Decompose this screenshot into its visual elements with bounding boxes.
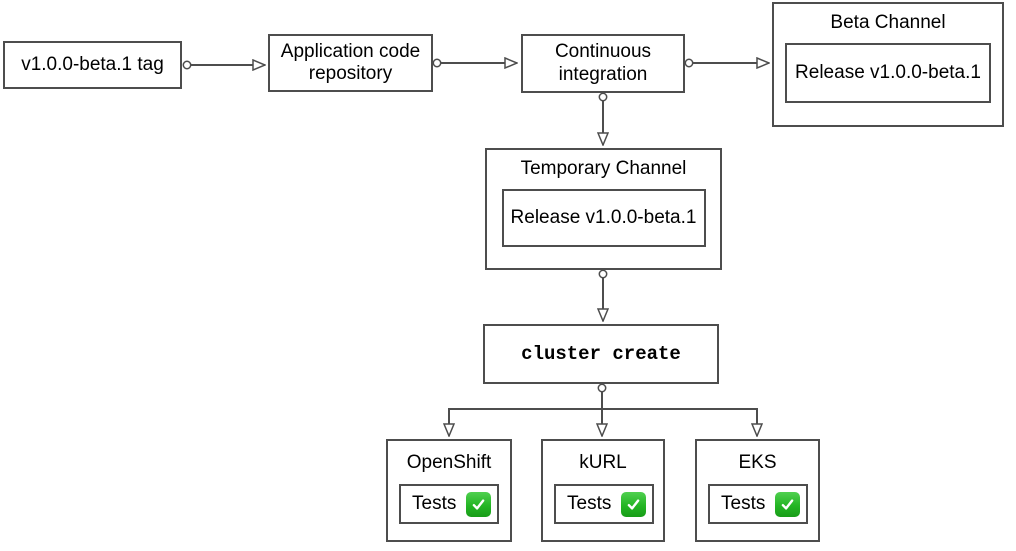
kurl-tests-label: Tests bbox=[567, 492, 612, 514]
node-kurl: kURL Tests bbox=[541, 439, 665, 542]
node-beta-channel: Beta Channel Release v1.0.0-beta.1 bbox=[772, 2, 1004, 127]
version-tag-label: v1.0.0-beta.1 tag bbox=[21, 53, 164, 75]
check-mark-icon bbox=[775, 491, 801, 517]
continuous-integration-label: Continuous integration bbox=[554, 41, 652, 85]
cluster-create-label: cluster create bbox=[521, 342, 681, 365]
eks-tests-box: Tests bbox=[708, 484, 808, 524]
temporary-channel-title: Temporary Channel bbox=[520, 158, 687, 179]
eks-title: EKS bbox=[738, 452, 777, 473]
kurl-title: kURL bbox=[579, 452, 627, 473]
node-eks: EKS Tests bbox=[695, 439, 820, 542]
node-openshift: OpenShift Tests bbox=[386, 439, 512, 542]
openshift-tests-label: Tests bbox=[412, 492, 457, 514]
eks-tests-label: Tests bbox=[721, 492, 766, 514]
kurl-tests-box: Tests bbox=[554, 484, 654, 524]
node-continuous-integration: Continuous integration bbox=[521, 34, 685, 93]
openshift-title: OpenShift bbox=[406, 452, 492, 473]
check-mark-icon bbox=[621, 491, 647, 517]
temporary-channel-release-box: Release v1.0.0-beta.1 bbox=[501, 189, 706, 247]
beta-channel-release-box: Release v1.0.0-beta.1 bbox=[785, 43, 991, 103]
node-cluster-create: cluster create bbox=[483, 324, 719, 384]
check-mark-icon bbox=[466, 491, 492, 517]
application-code-repository-label: Application code repository bbox=[280, 40, 421, 84]
openshift-tests-box: Tests bbox=[399, 484, 499, 524]
node-temporary-channel: Temporary Channel Release v1.0.0-beta.1 bbox=[485, 148, 722, 270]
beta-channel-release-label: Release v1.0.0-beta.1 bbox=[795, 61, 981, 83]
node-version-tag: v1.0.0-beta.1 tag bbox=[3, 41, 182, 89]
beta-channel-title: Beta Channel bbox=[830, 12, 946, 33]
temporary-channel-release-label: Release v1.0.0-beta.1 bbox=[510, 206, 697, 228]
node-application-code-repository: Application code repository bbox=[268, 34, 433, 92]
